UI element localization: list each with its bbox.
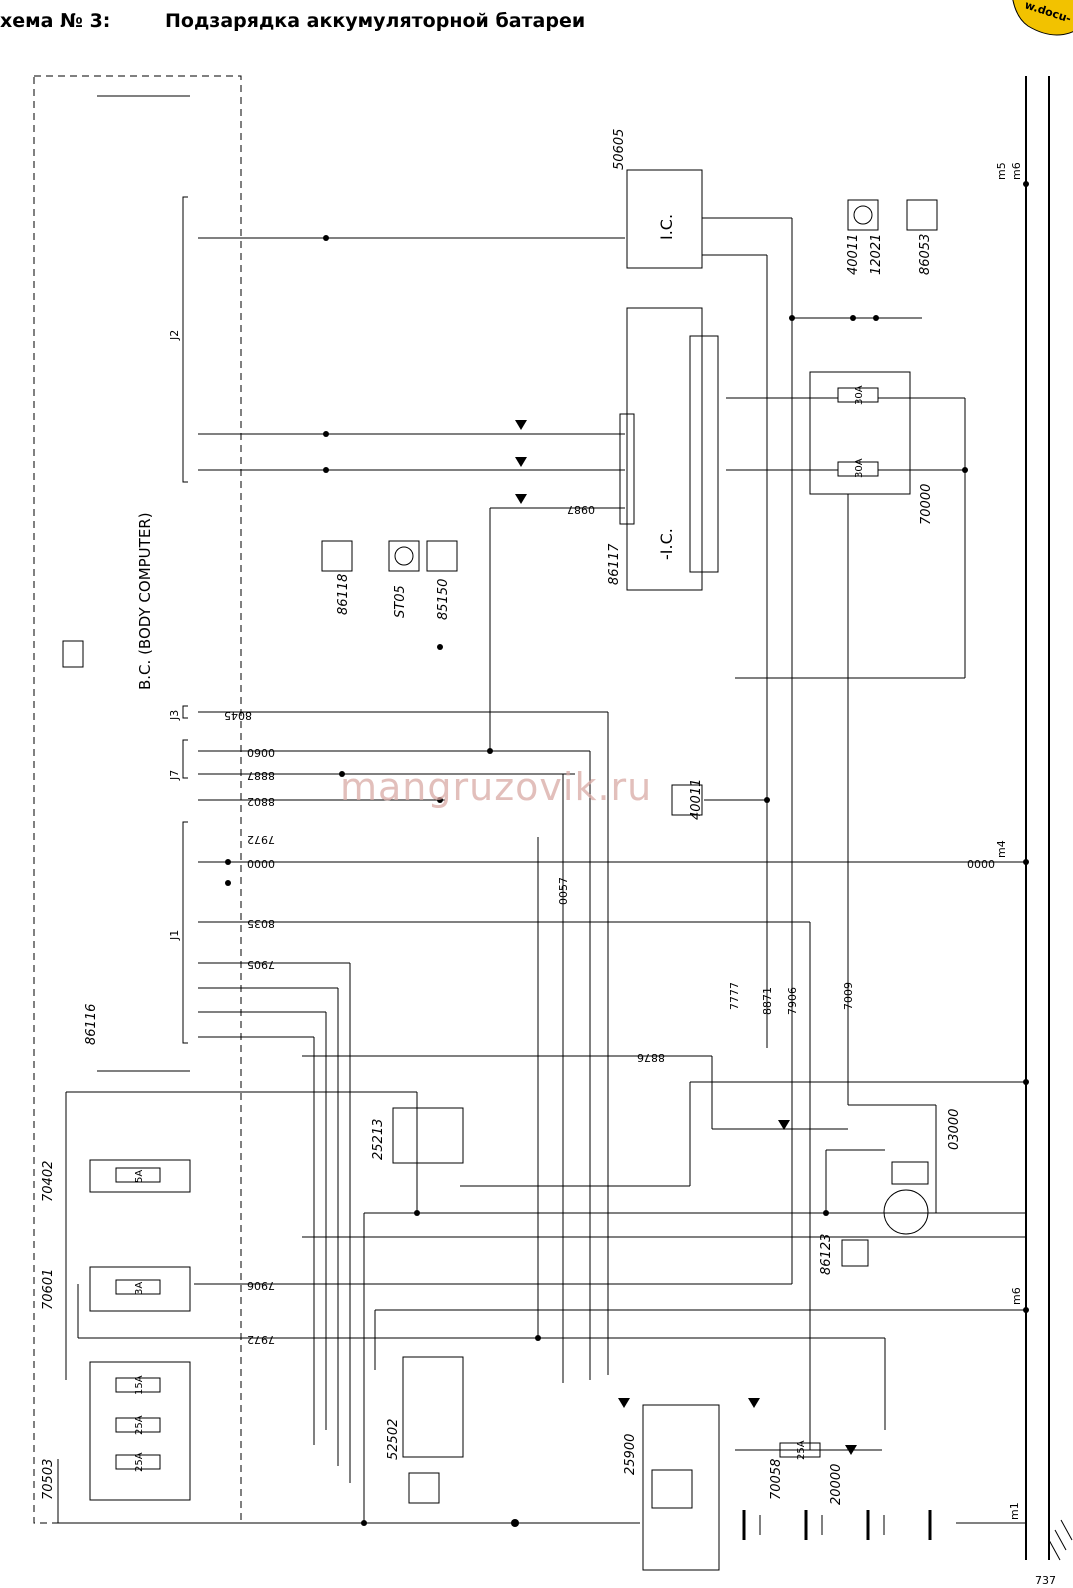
sensor-86123: 86123 (819, 1234, 834, 1275)
charge-icon (841, 1239, 869, 1267)
relay-box (392, 1107, 464, 1164)
ic-label: I.C. (657, 214, 676, 240)
sensor-86053: 86053 (918, 234, 933, 275)
sensor-86118: 86118 (336, 574, 351, 615)
ic-box (626, 169, 703, 269)
fuse-main-code: 70058 (769, 1459, 784, 1500)
start-relay-code: 25900 (623, 1434, 638, 1475)
wire-label-17: 0057 (557, 877, 570, 905)
sensor-40011-top: 40011 (846, 234, 861, 275)
ground-label-2: m6 (1010, 162, 1023, 180)
connector-j2: J2 (168, 330, 181, 341)
fuse-label-4: 25A (134, 1415, 145, 1435)
page-title: Подзарядка аккумуляторной батареи (165, 10, 586, 32)
logo-badge: w.docu- (1012, 0, 1073, 36)
body-computer-label: B.C. (BODY COMPUTER) (136, 512, 154, 690)
body-computer-code: 86116 (84, 1004, 99, 1045)
wire-label-2: 0060 (247, 746, 275, 759)
fuse-main-rating: 25A (796, 1440, 807, 1460)
fuse-block-fuse-2: 30A (854, 458, 865, 478)
switch-code: 52502 (386, 1419, 401, 1460)
ground-label-1: m5 (995, 162, 1008, 180)
gauge-icon (321, 540, 353, 572)
lamp-icon (388, 540, 420, 572)
wire-label-6: 0000 (247, 857, 275, 870)
wire-label-10: 7906 (786, 987, 799, 1015)
wire-label-12: 7777 (728, 982, 741, 1010)
fuse-box-label-1: 70402 (41, 1161, 56, 1202)
battery-code: 20000 (829, 1464, 844, 1505)
fuse-label-1: 5A (134, 1170, 145, 1183)
alternator-code: 03000 (947, 1109, 962, 1150)
wire-label-13: 7009 (842, 982, 855, 1010)
ic-code: 50605 (612, 129, 627, 170)
scheme-number: хема № 3: (0, 10, 111, 32)
warning-icon (906, 199, 938, 231)
wire-label-7: 8035 (247, 917, 275, 930)
page-ref: 737 (1035, 1574, 1056, 1587)
fuse-block-code: 70000 (919, 484, 934, 525)
battery-icon (62, 640, 84, 668)
ic2-code: 86117 (607, 543, 622, 585)
wire-label-4: 8802 (247, 795, 275, 808)
sensor-40011-mid: 40011 (689, 779, 704, 820)
start-relay-box (642, 1404, 720, 1571)
wire-label-15: 7906 (247, 1279, 275, 1292)
sensor-st05: ST05 (393, 585, 408, 618)
wire-label-9: 8876 (637, 1051, 665, 1064)
tachograph-icon (847, 199, 879, 231)
fuse-box-label-2: 70601 (41, 1269, 56, 1310)
wire-label-11: 8871 (761, 987, 774, 1015)
fuse-label-5: 25A (134, 1452, 145, 1472)
ground-label-4: m1 (1008, 1502, 1021, 1520)
fuse-box-label-3: 70503 (41, 1459, 56, 1500)
page-header: хема № 3: Подзарядка аккумуляторной бата… (0, 0, 1073, 50)
wire-label-16: 7972 (247, 1333, 275, 1346)
wire-label-14: 0987 (567, 503, 595, 516)
wire-label-18: 0000 (967, 857, 995, 870)
wire-label-8: 7905 (247, 958, 275, 971)
ground-label-3: m4 (995, 840, 1008, 858)
edc-icon (426, 540, 458, 572)
fuse-block-box (809, 371, 911, 495)
sensor-12021: 12021 (869, 234, 884, 275)
fuse-label-3: 15A (134, 1375, 145, 1395)
alternator-symbol (883, 1189, 929, 1235)
wire-label-3: 8887 (247, 769, 275, 782)
connector-j7: J7 (168, 770, 181, 781)
fuse-label-2: 3A (134, 1282, 145, 1295)
watermark: mangruzovik.ru (340, 765, 652, 809)
fuse-block-fuse-1: 30A (854, 385, 865, 405)
connector-j3: J3 (168, 710, 181, 721)
relay-code: 25213 (371, 1119, 386, 1160)
wire-label-1: 8045 (224, 709, 252, 722)
switch-box (402, 1356, 464, 1458)
connector-j1: J1 (168, 930, 181, 941)
sensor-85150: 85150 (436, 579, 451, 620)
meter-icon (671, 784, 703, 816)
key-icon (408, 1472, 440, 1504)
wire-label-5: 7972 (247, 833, 275, 846)
ic2-label: -I.C. (657, 528, 676, 560)
ground-label-5: m6 (1010, 1287, 1023, 1305)
